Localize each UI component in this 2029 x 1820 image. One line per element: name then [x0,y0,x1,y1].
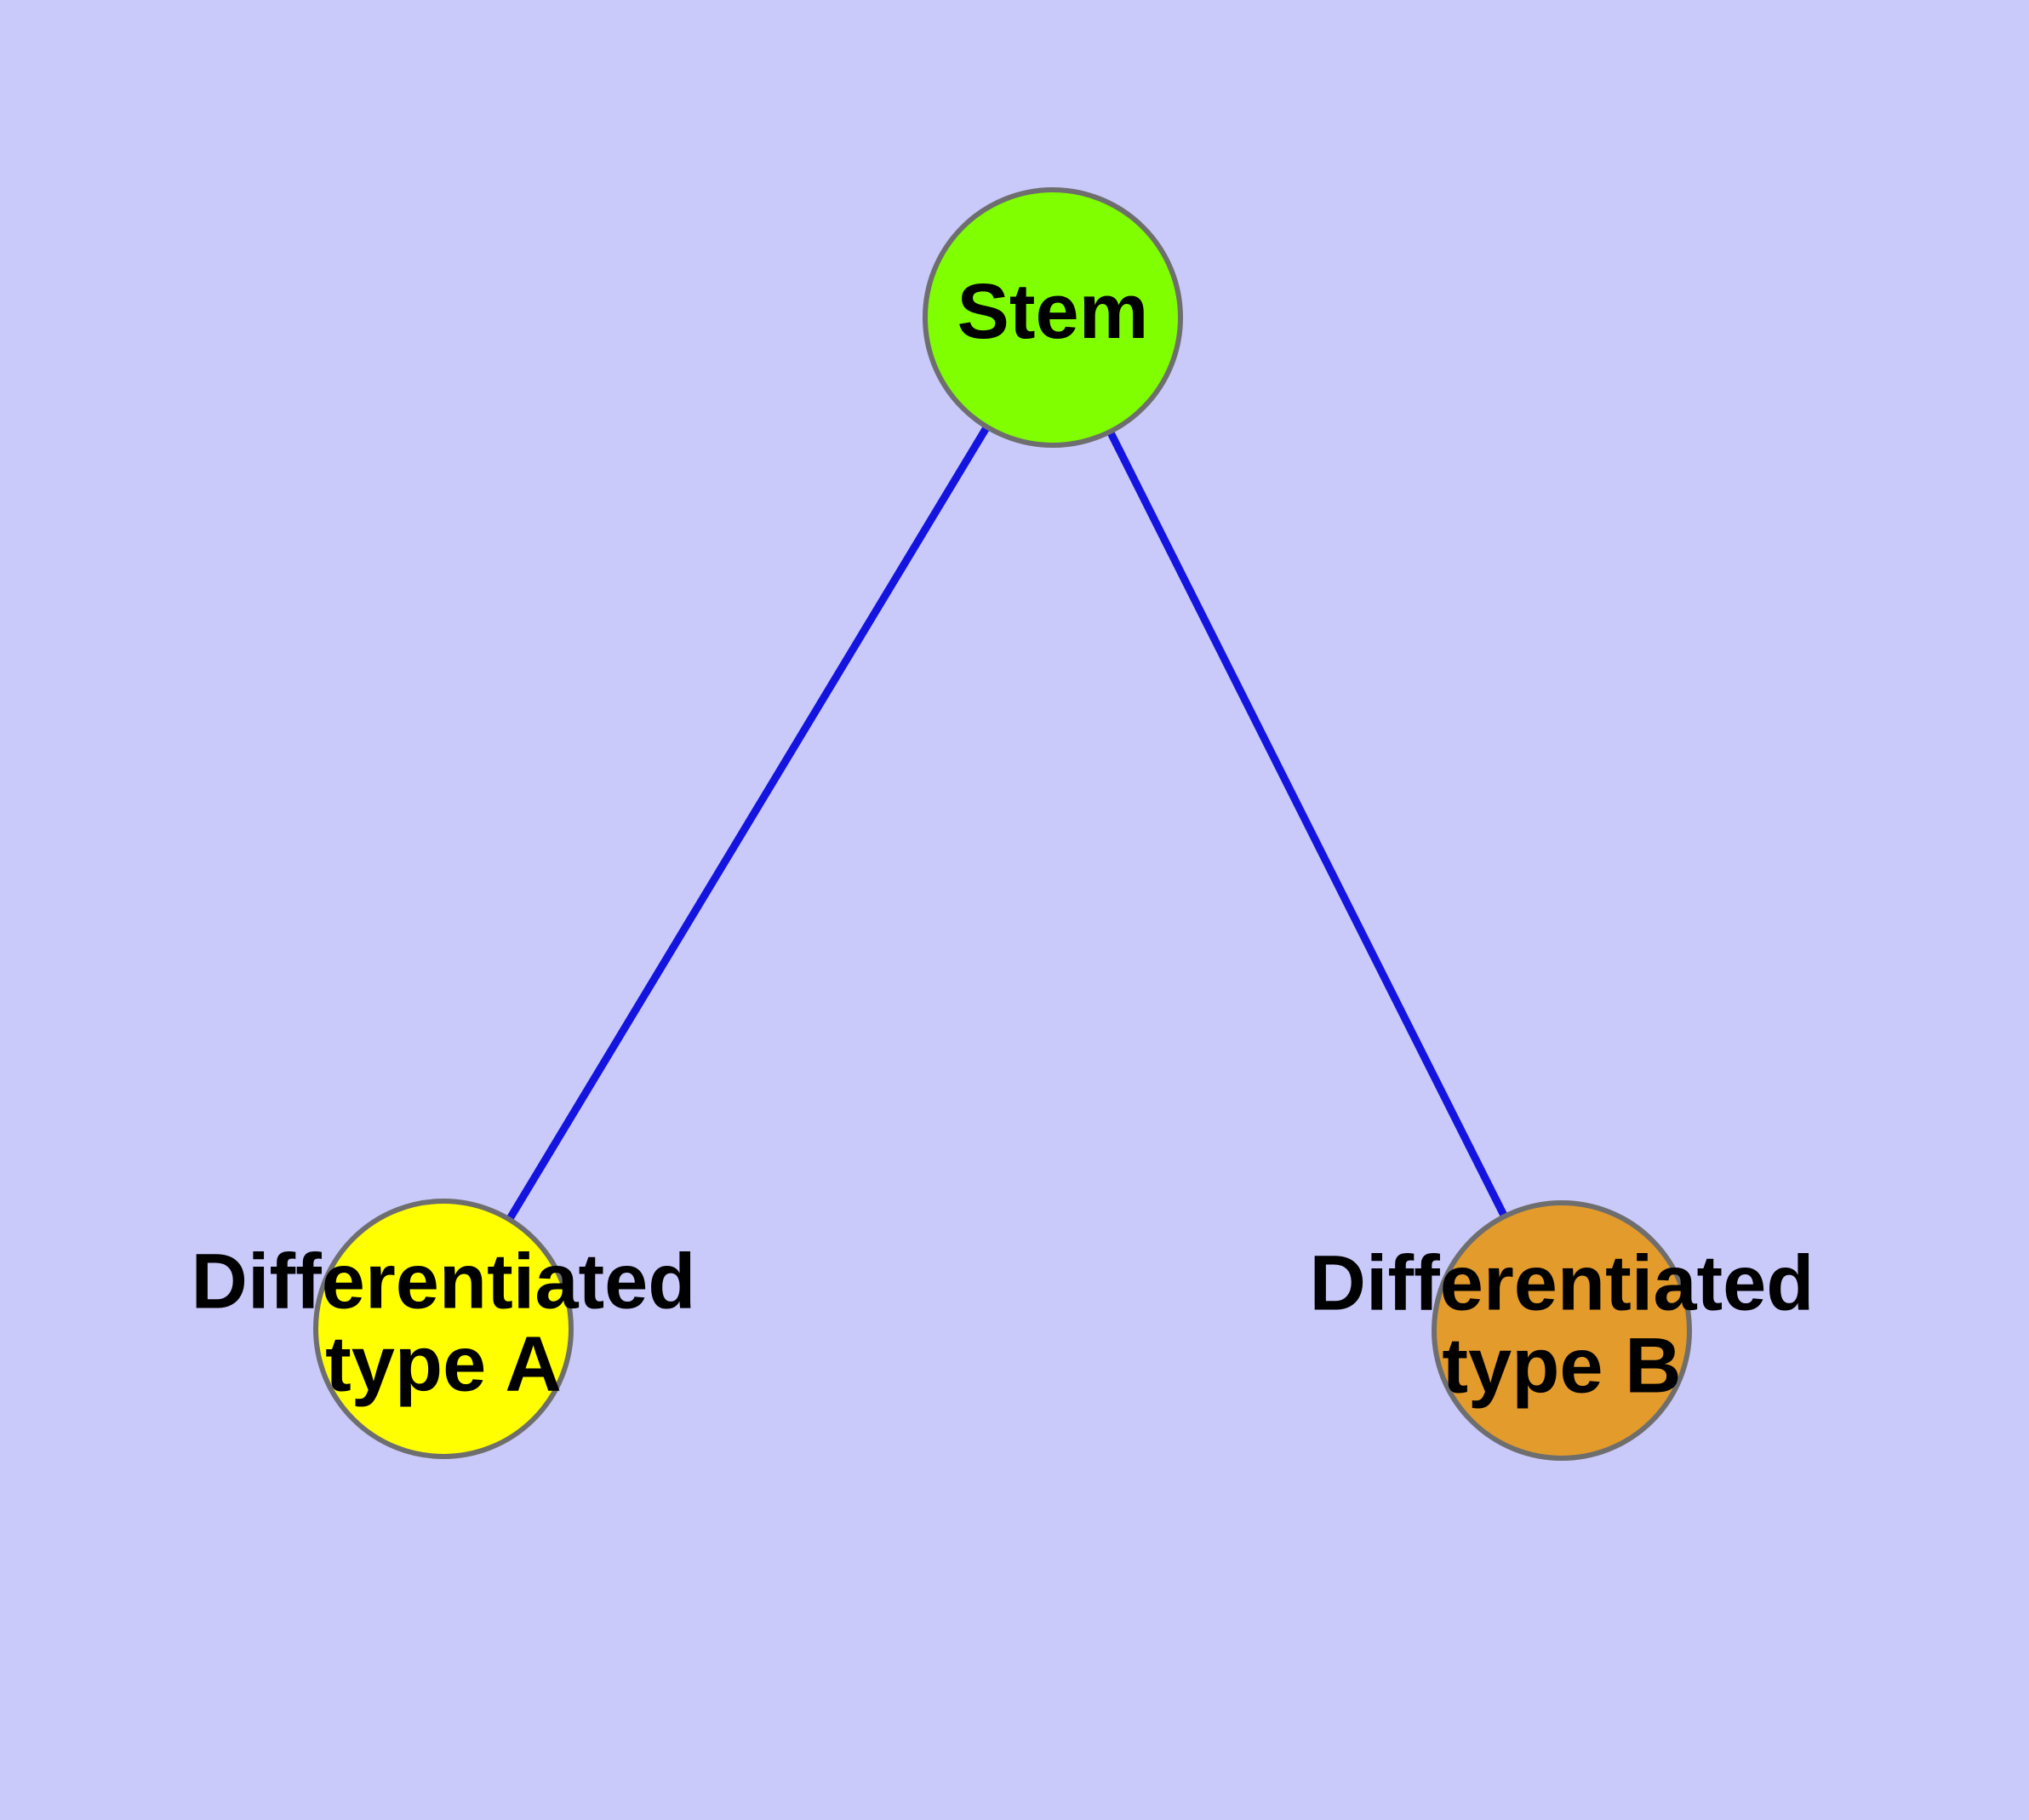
graph-node-label-stem: Stem [957,268,1149,355]
graph-node-label-line: type A [325,1321,562,1408]
graph-node-diff_b[interactable] [1432,1200,1692,1461]
graph-node-label-line: Differentiated [1310,1240,1815,1327]
graph-edge [440,315,1056,1331]
graph-node-diff_a[interactable] [313,1199,574,1459]
graph-node-label-line: Stem [957,268,1149,355]
edge-layer [440,315,1566,1333]
node-layer [313,187,1692,1461]
graph-node-label-line: type B [1442,1323,1681,1410]
graph-edge [1049,315,1566,1333]
graph-node-stem[interactable] [923,187,1183,448]
graph-node-label-line: Differentiated [191,1239,696,1325]
